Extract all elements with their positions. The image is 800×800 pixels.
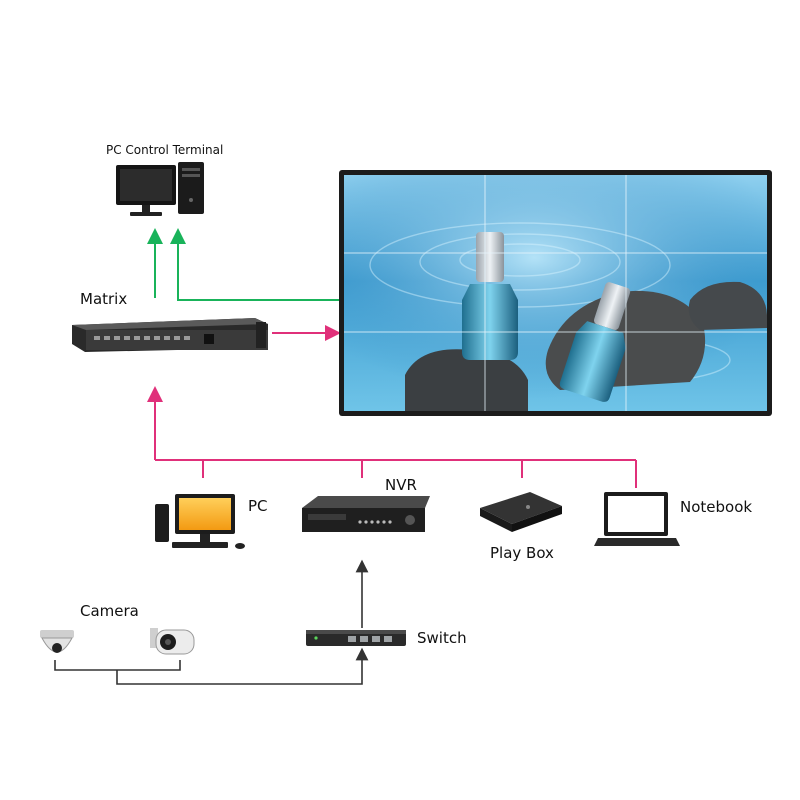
pc-control-terminal-label: PC Control Terminal — [106, 143, 224, 157]
notebook-label: Notebook — [680, 498, 753, 516]
play-box-label: Play Box — [490, 544, 554, 562]
play-box-icon — [480, 492, 562, 532]
dome-camera-icon — [40, 630, 74, 653]
nvr-icon — [302, 496, 430, 532]
pc-control-terminal-icon — [116, 162, 204, 216]
switch-label: Switch — [417, 629, 467, 647]
link-wall-to-control — [170, 228, 340, 301]
nvr-label: NVR — [385, 476, 417, 494]
bullet-camera-icon — [150, 628, 195, 655]
video-wall-icon — [339, 170, 772, 416]
matrix-label: Matrix — [80, 290, 128, 308]
pc-label: PC — [248, 497, 268, 515]
camera-label: Camera — [80, 602, 139, 620]
camera-links — [54, 559, 369, 685]
pc-icon — [155, 494, 245, 549]
switch-icon — [306, 630, 406, 646]
notebook-icon — [594, 492, 680, 546]
source-bus — [147, 386, 637, 488]
matrix-device-icon — [72, 318, 268, 352]
